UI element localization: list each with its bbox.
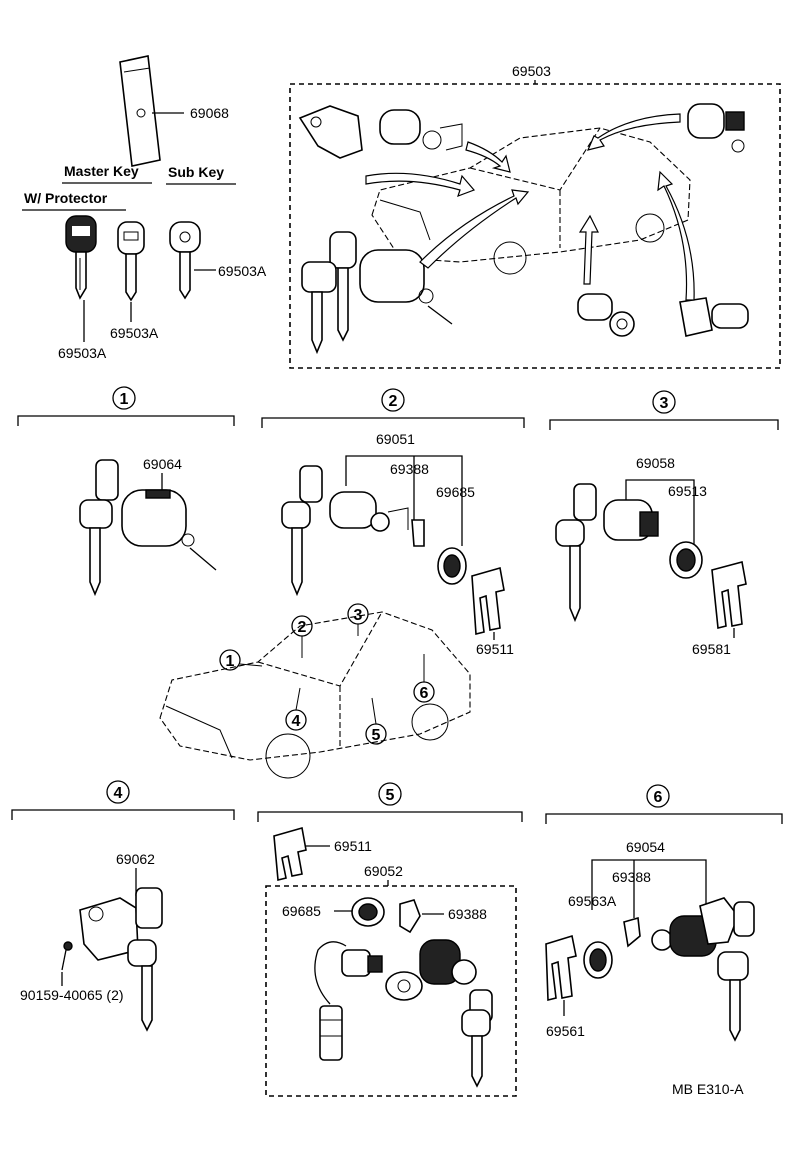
label-69068: 69068 <box>190 105 229 121</box>
master-key-icon <box>65 215 97 300</box>
rear-lock-icon <box>687 103 745 153</box>
glove-box-lock-icon <box>79 887 163 1032</box>
label-69561: 69561 <box>546 1023 585 1039</box>
sub-key-icon <box>169 221 216 300</box>
svg-text:2: 2 <box>389 393 398 410</box>
ignition-key-kit-icon <box>301 231 357 355</box>
kit-69052-box <box>265 885 517 1097</box>
section-5-header: 5 <box>257 782 523 822</box>
car-marker-1: 1 <box>219 649 263 671</box>
ignition-cylinder-icon <box>121 489 217 571</box>
label-w-protector: W/ Protector <box>24 190 108 206</box>
label-69503A-bottom: 69503A <box>58 345 107 361</box>
svg-text:5: 5 <box>386 787 395 804</box>
door-key-icon <box>281 465 323 597</box>
label-69511-a: 69511 <box>476 641 514 657</box>
label-69511-b: 69511 <box>334 838 372 854</box>
svg-text:4: 4 <box>114 785 123 802</box>
label-69388-a: 69388 <box>390 461 429 477</box>
kit-69503-box <box>289 83 781 369</box>
door-lock-left-icon <box>298 105 363 159</box>
section-3-header: 3 <box>549 390 779 430</box>
screw-icon <box>61 941 73 986</box>
car-marker-6: 6 <box>413 654 435 703</box>
retainer-clip-icon <box>411 519 425 547</box>
label-69388-c: 69388 <box>612 869 651 885</box>
door-cylinder-3-icon <box>603 499 659 541</box>
lock-clip-69511-icon <box>471 566 505 636</box>
door-lock-cylinder-icon <box>379 109 463 151</box>
retainer-6-icon <box>623 916 641 948</box>
label-69052: 69052 <box>364 863 403 879</box>
gasket-5-icon <box>351 897 385 927</box>
lock-clip-69581-icon <box>711 561 747 629</box>
car-marker-5: 5 <box>365 697 387 745</box>
trunk-key-icon <box>461 989 493 1088</box>
label-69563A: 69563A <box>568 893 617 909</box>
section-2-header: 2 <box>261 388 525 428</box>
lock-clip-69511-b-icon <box>273 826 307 882</box>
diagram-code: MB E310-A <box>672 1081 744 1097</box>
door-key-3-icon <box>555 483 597 623</box>
label-sub-key: Sub Key <box>168 164 224 180</box>
label-69685-a: 69685 <box>436 484 475 500</box>
label-69054: 69054 <box>626 839 665 855</box>
section-1-header: 1 <box>17 386 235 426</box>
svg-text:3: 3 <box>660 395 669 412</box>
car-marker-2: 2 <box>291 615 313 658</box>
label-69581: 69581 <box>692 641 731 657</box>
trunk-switch-icon <box>314 941 383 1061</box>
label-69685-b: 69685 <box>282 903 321 919</box>
svg-text:1: 1 <box>120 391 129 408</box>
label-69062: 69062 <box>116 851 155 867</box>
master-key-2-icon <box>117 221 145 302</box>
svg-text:6: 6 <box>654 789 663 806</box>
retainer-5-icon <box>399 899 421 934</box>
section-6-header: 6 <box>545 784 783 824</box>
label-69388-b: 69388 <box>448 906 487 922</box>
car-marker-4: 4 <box>285 687 307 731</box>
car-marker-3: 3 <box>347 603 369 636</box>
trunk-lock-icon <box>679 297 749 337</box>
gasket-6-icon <box>583 941 613 979</box>
car-center-outline <box>159 611 471 779</box>
door-cylinder-6-icon <box>651 897 739 957</box>
svg-text:5: 5 <box>372 727 381 744</box>
label-master-key: Master Key <box>64 163 139 179</box>
section-4-header: 4 <box>11 780 235 820</box>
svg-text:1: 1 <box>226 653 235 670</box>
door-key-6-icon <box>717 901 755 1042</box>
label-69064: 69064 <box>143 456 182 472</box>
label-90159-40065: 90159-40065 (2) <box>20 987 124 1003</box>
svg-text:6: 6 <box>420 685 429 702</box>
label-69513: 69513 <box>668 483 707 499</box>
svg-text:2: 2 <box>298 619 307 636</box>
door-lock-bottom-icon <box>577 293 635 337</box>
svg-text:4: 4 <box>292 713 301 730</box>
gasket-icon <box>437 547 467 585</box>
label-69503A-right: 69503A <box>218 263 267 279</box>
car-top-outline <box>371 127 691 275</box>
ignition-cylinder-kit-icon <box>359 249 453 325</box>
label-69058: 69058 <box>636 455 675 471</box>
label-69503A-mid: 69503A <box>110 325 159 341</box>
gasket-3-icon <box>669 541 703 579</box>
ignition-key-icon <box>79 459 119 597</box>
label-69051: 69051 <box>376 431 415 447</box>
lock-clip-69561-icon <box>545 934 577 1002</box>
svg-text:3: 3 <box>354 607 363 624</box>
door-cylinder-icon <box>329 491 409 532</box>
trunk-cylinder-icon <box>385 939 477 1001</box>
kit-arrows <box>365 113 695 301</box>
label-69503: 69503 <box>512 63 551 79</box>
key-plate-69068 <box>119 55 184 167</box>
